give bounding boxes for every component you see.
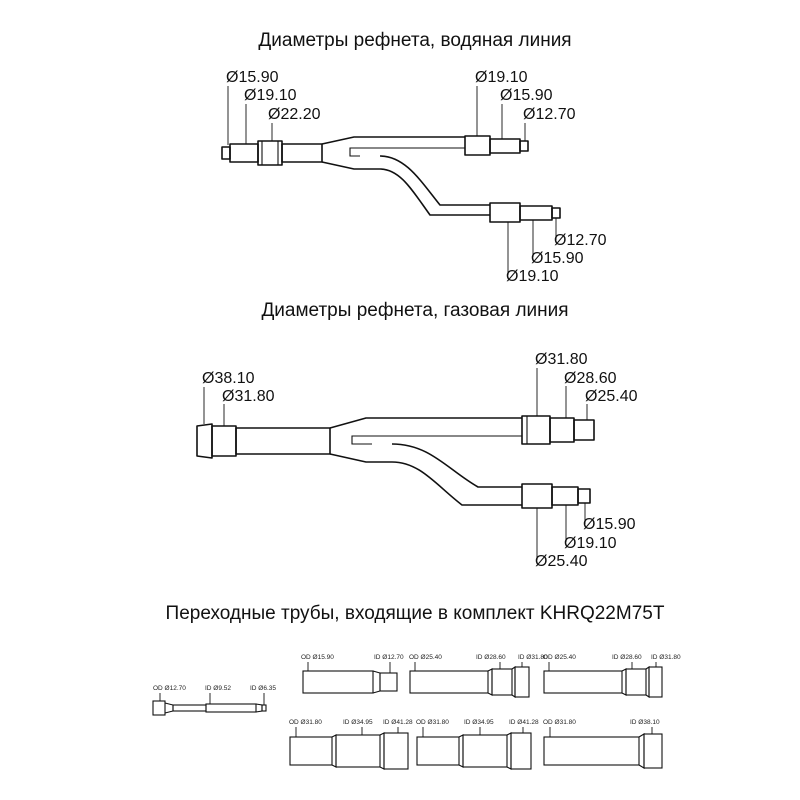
liquid-upper-seg2 bbox=[489, 138, 521, 154]
gas-upper-seg3 bbox=[573, 419, 595, 441]
liquid-branch-top bbox=[379, 155, 490, 206]
gas-lower-seg3 bbox=[577, 488, 591, 504]
adapter-pipe-3 bbox=[409, 662, 530, 699]
adapter-pipe-7 bbox=[543, 727, 663, 769]
gas-lower-dim-2: Ø19.10 bbox=[564, 535, 617, 552]
gas-upper-dim-3: Ø25.40 bbox=[585, 388, 638, 405]
liquid-body-top bbox=[321, 136, 465, 145]
liquid-upper-seg3 bbox=[519, 140, 529, 152]
liquid-inlet-cap bbox=[221, 146, 231, 160]
gas-upper-dim-2: Ø28.60 bbox=[564, 370, 617, 387]
liquid-inlet-seg3 bbox=[281, 143, 323, 163]
gas-inlet-seg1 bbox=[211, 425, 237, 457]
gas-inlet-dim-2: Ø31.80 bbox=[222, 388, 275, 405]
liquid-inlet-dim-1: Ø15.90 bbox=[226, 69, 279, 86]
adapter-7-label-1: OD Ø31.80 bbox=[543, 719, 576, 726]
adapter-4-label-1: OD Ø25.40 bbox=[543, 654, 576, 661]
gas-upper-dim-1: Ø31.80 bbox=[535, 351, 588, 368]
gas-title: Диаметры рефнета, газовая линия bbox=[261, 300, 568, 321]
liquid-upper-dim-3: Ø12.70 bbox=[523, 106, 576, 123]
gas-inlet-seg2 bbox=[235, 427, 331, 455]
adapter-pipe-1 bbox=[152, 693, 267, 716]
liquid-title: Диаметры рефнета, водяная линия bbox=[258, 30, 571, 51]
liquid-inlet-seg1 bbox=[229, 143, 259, 163]
adapter-pipe-2 bbox=[302, 662, 398, 694]
adapter-3-label-1: OD Ø25.40 bbox=[409, 654, 442, 661]
adapter-4-label-3: ID Ø31.80 bbox=[651, 654, 681, 661]
gas-branch-top bbox=[391, 443, 522, 488]
liquid-upper-seg1 bbox=[464, 135, 491, 156]
adapter-6-label-3: ID Ø41.28 bbox=[509, 719, 539, 726]
adapter-3-label-2: ID Ø28.60 bbox=[476, 654, 506, 661]
gas-body-bottom bbox=[329, 453, 392, 463]
kit-title: Переходные трубы, входящие в комплект KH… bbox=[166, 603, 665, 624]
liquid-branch-bottom bbox=[379, 168, 490, 216]
adapter-5-label-3: ID Ø41.28 bbox=[383, 719, 413, 726]
adapter-7-label-2: ID Ø38.10 bbox=[630, 719, 660, 726]
gas-upper-seg2 bbox=[549, 417, 575, 443]
liquid-refnet-drawing bbox=[221, 86, 561, 275]
liquid-inlet-dim-2: Ø19.10 bbox=[244, 87, 297, 104]
gas-lower-seg2 bbox=[551, 486, 579, 506]
liquid-lower-seg3 bbox=[551, 207, 561, 219]
adapter-5-label-1: OD Ø31.80 bbox=[289, 719, 322, 726]
liquid-lower-dim-1: Ø12.70 bbox=[554, 232, 607, 249]
gas-branch-bottom bbox=[391, 461, 522, 506]
adapter-6-label-2: ID Ø34.95 bbox=[464, 719, 494, 726]
gas-lower-seg1 bbox=[521, 483, 553, 509]
liquid-lower-dim-3: Ø19.10 bbox=[506, 268, 559, 285]
liquid-upper-dim-1: Ø19.10 bbox=[475, 69, 528, 86]
liquid-lower-dim-2: Ø15.90 bbox=[531, 250, 584, 267]
gas-inlet-dim-1: Ø38.10 bbox=[202, 370, 255, 387]
adapter-1-label-3: ID Ø6.35 bbox=[250, 685, 276, 692]
gas-lower-dim-1: Ø15.90 bbox=[583, 516, 636, 533]
liquid-lower-seg2 bbox=[519, 205, 553, 221]
liquid-body-bottom bbox=[321, 161, 380, 170]
liquid-lower-seg1 bbox=[489, 202, 521, 223]
adapter-3-label-3: ID Ø31.80 bbox=[518, 654, 548, 661]
gas-inlet-cap bbox=[196, 423, 213, 459]
adapter-1-label-1: OD Ø12.70 bbox=[153, 685, 186, 692]
gas-refnet-drawing bbox=[196, 368, 595, 560]
adapter-pipe-4 bbox=[543, 662, 663, 699]
gas-upper-seg1 bbox=[521, 415, 551, 445]
liquid-inlet-dim-3: Ø22.20 bbox=[268, 106, 321, 123]
adapter-2-label-1: OD Ø15.90 bbox=[301, 654, 334, 661]
adapter-5-label-2: ID Ø34.95 bbox=[343, 719, 373, 726]
adapter-4-label-2: ID Ø28.60 bbox=[612, 654, 642, 661]
adapter-pipe-6 bbox=[416, 727, 532, 770]
adapter-6-label-1: OD Ø31.80 bbox=[416, 719, 449, 726]
gas-lower-dim-3: Ø25.40 bbox=[535, 553, 588, 570]
gas-body-top bbox=[329, 417, 522, 429]
adapter-1-label-2: ID Ø9.52 bbox=[205, 685, 231, 692]
adapter-2-label-2: ID Ø12.70 bbox=[374, 654, 404, 661]
liquid-upper-dim-2: Ø15.90 bbox=[500, 87, 553, 104]
adapter-pipe-5 bbox=[289, 727, 409, 770]
